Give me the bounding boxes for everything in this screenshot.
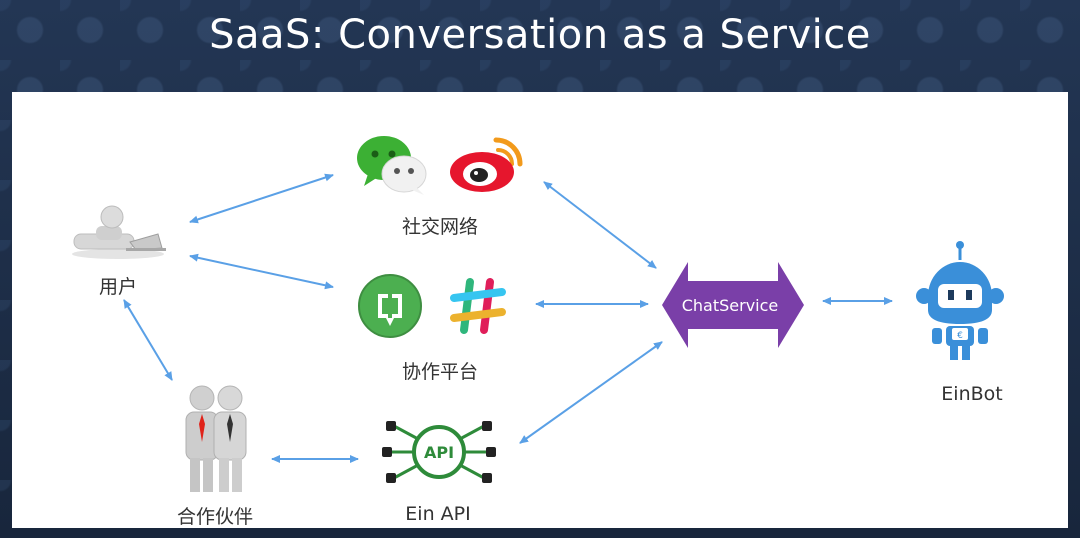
user-icon [72,205,166,259]
einbot-badge: € [957,331,963,341]
user-label: 用户 [98,276,137,298]
wechat-icon [357,136,427,195]
weibo-icon [450,137,523,192]
partner-icon [185,385,247,492]
einbot-label: EinBot [941,383,1003,405]
arrow-user-partner [123,299,173,381]
arrow-user-social [189,173,334,224]
partner-label: 合作伙伴 [176,506,253,528]
slack-icon [450,278,506,334]
api-label: Ein API [405,503,471,525]
einbot-icon: € [916,241,1004,360]
social-label: 社交网络 [401,216,478,238]
arrow-api-hub [519,341,663,444]
arrow-social-hub [543,181,657,269]
arrow-user-collab [189,253,334,290]
api-badge: API [424,443,454,462]
api-icon: API [382,421,496,483]
hangouts-icon [358,274,422,338]
chatservice-hub-shape [662,262,804,348]
collab-label: 协作平台 [401,361,478,383]
slide-title: SaaS: Conversation as a Service [209,12,871,58]
chatservice-label: ChatService [681,296,779,315]
